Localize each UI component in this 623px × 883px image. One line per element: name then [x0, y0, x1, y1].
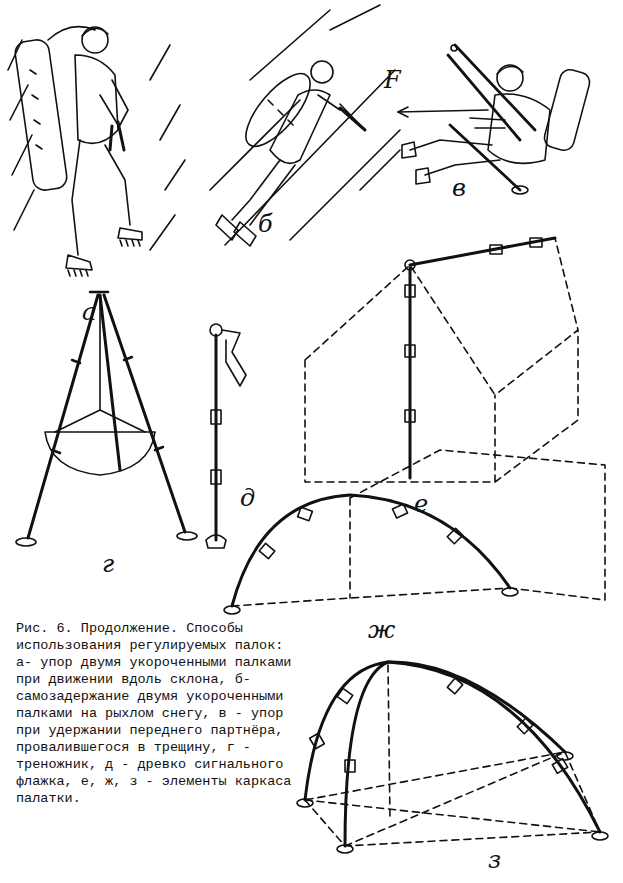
force-label: F — [384, 68, 401, 92]
figure-flag — [206, 324, 246, 548]
panel-letter: б — [258, 212, 273, 236]
panel-letter: д — [240, 486, 255, 510]
panel-letter: г — [102, 552, 114, 576]
figure-tent-zh — [224, 450, 605, 614]
panel-letter: в — [452, 176, 466, 200]
figure-caption: Рис. 6. Продолжение. Способы использован… — [16, 620, 296, 807]
figure-c — [398, 45, 592, 194]
figure-tripod — [16, 292, 197, 546]
figure-tent-e — [305, 238, 578, 482]
figure-tent-z — [297, 662, 608, 853]
figure-a — [8, 27, 185, 276]
panel-letter: з — [488, 848, 501, 872]
panel-letter: е — [414, 492, 428, 516]
panel-letter: а — [82, 300, 96, 324]
figure-b — [210, 5, 400, 246]
panel-letter: ж — [368, 618, 395, 642]
